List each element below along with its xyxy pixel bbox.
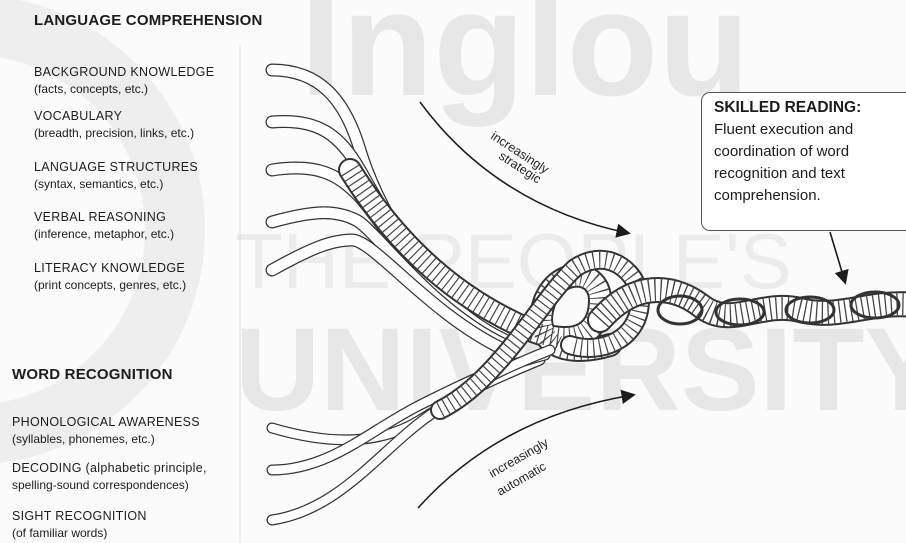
strand-title: BACKGROUND KNOWLEDGE [34, 64, 214, 81]
strand-label-decoding: DECODING (alphabetic principle, spelling… [12, 460, 207, 494]
skilled-reading-body: Fluent execution and coordination of wor… [714, 119, 902, 207]
skilled-reading-callout: SKILLED READING: Fluent execution and co… [701, 92, 906, 231]
strand-label-sight-recognition: SIGHT RECOGNITION (of familiar words) [12, 508, 147, 542]
strand-title: PHONOLOGICAL AWARENESS [12, 414, 200, 431]
strand-subtitle: (of familiar words) [12, 525, 147, 542]
strand-subtitle: (inference, metaphor, etc.) [34, 226, 174, 243]
strand-subtitle: (facts, concepts, etc.) [34, 81, 214, 98]
strand-subtitle: (syllables, phonemes, etc.) [12, 431, 200, 448]
strand-subtitle: (breadth, precision, links, etc.) [34, 125, 194, 142]
strand-title: VERBAL REASONING [34, 209, 174, 226]
strand-label-verbal-reasoning: VERBAL REASONING (inference, metaphor, e… [34, 209, 174, 243]
strand-title: VOCABULARY [34, 108, 194, 125]
strand-label-literacy-knowledge: LITERACY KNOWLEDGE (print concepts, genr… [34, 260, 186, 294]
strand-subtitle: (syntax, semantics, etc.) [34, 176, 198, 193]
skilled-reading-arrow [830, 232, 845, 282]
strand-title: LANGUAGE STRUCTURES [34, 159, 198, 176]
strand-title: SIGHT RECOGNITION [12, 508, 147, 525]
strand-label-phonological-awareness: PHONOLOGICAL AWARENESS (syllables, phone… [12, 414, 200, 448]
language-comprehension-heading: LANGUAGE COMPREHENSION [34, 12, 263, 29]
strand-subtitle: spelling-sound correspondences) [12, 477, 207, 494]
strand-label-language-structures: LANGUAGE STRUCTURES (syntax, semantics, … [34, 159, 198, 193]
strand-subtitle: (print concepts, genres, etc.) [34, 277, 186, 294]
strand-title: DECODING (alphabetic principle, [12, 460, 207, 477]
word-recognition-heading: WORD RECOGNITION [12, 366, 173, 383]
strand-label-vocabulary: VOCABULARY (breadth, precision, links, e… [34, 108, 194, 142]
strand-title: LITERACY KNOWLEDGE [34, 260, 186, 277]
skilled-reading-title: SKILLED READING: [714, 99, 902, 117]
strand-label-background-knowledge: BACKGROUND KNOWLEDGE (facts, concepts, e… [34, 64, 214, 98]
